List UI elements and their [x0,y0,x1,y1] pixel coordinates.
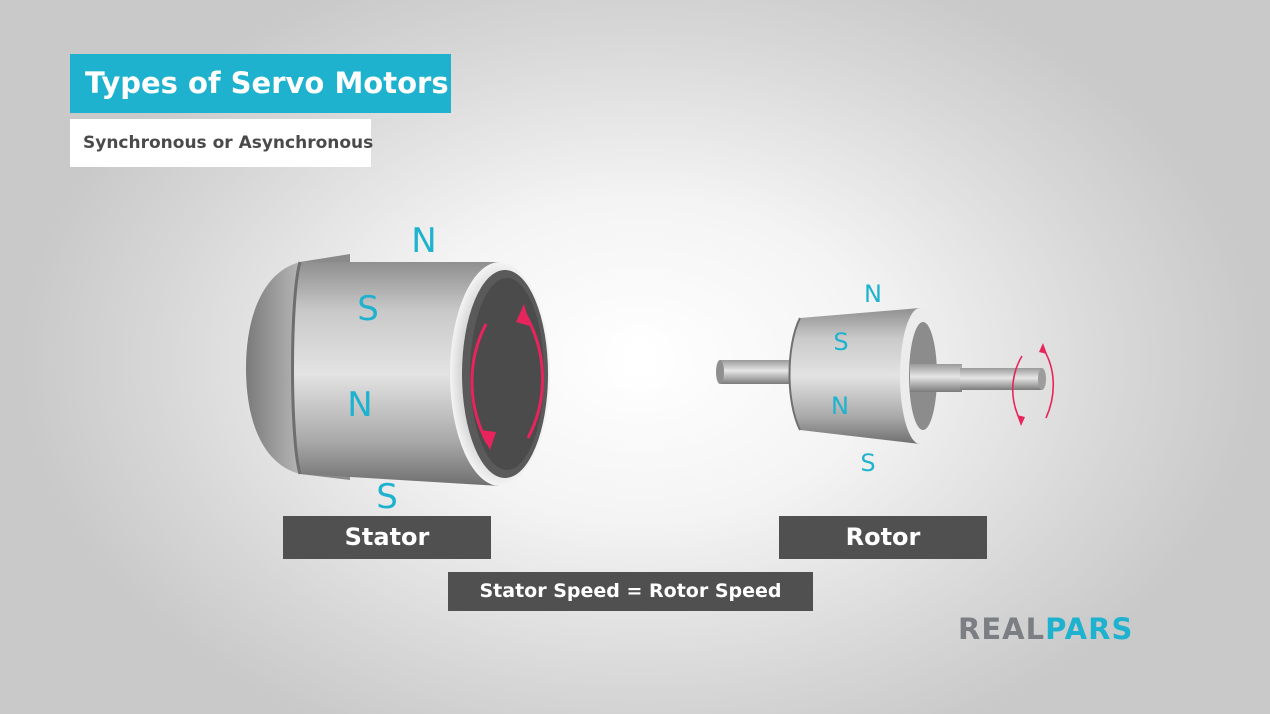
stator-pole-upper: S [357,289,379,329]
stator-label: Stator [283,516,491,559]
rotor-label: Rotor [779,516,987,559]
rotor-drawing [716,308,1055,444]
rotor-rotation-arrow-icon [1011,349,1055,421]
stator-drawing [246,254,550,486]
realpars-logo: REALPARS [958,612,1133,646]
rotor-pole-top: N [864,280,882,308]
rotor-pole-lower: N [831,392,849,420]
speed-equation-label: Stator Speed = Rotor Speed [448,572,813,611]
page-title: Types of Servo Motors [70,54,451,113]
stator-pole-top: N [411,221,436,261]
page-subtitle: Synchronous or Asynchronous [70,119,373,167]
rotor-pole-bottom: S [860,449,875,477]
brand-part-real: REAL [958,612,1046,646]
stator-pole-lower: N [347,385,372,425]
stator-pole-bottom: S [376,477,398,517]
center-glow [594,312,686,404]
rotor-pole-upper: S [833,328,848,356]
brand-part-pars: PARS [1045,612,1134,646]
